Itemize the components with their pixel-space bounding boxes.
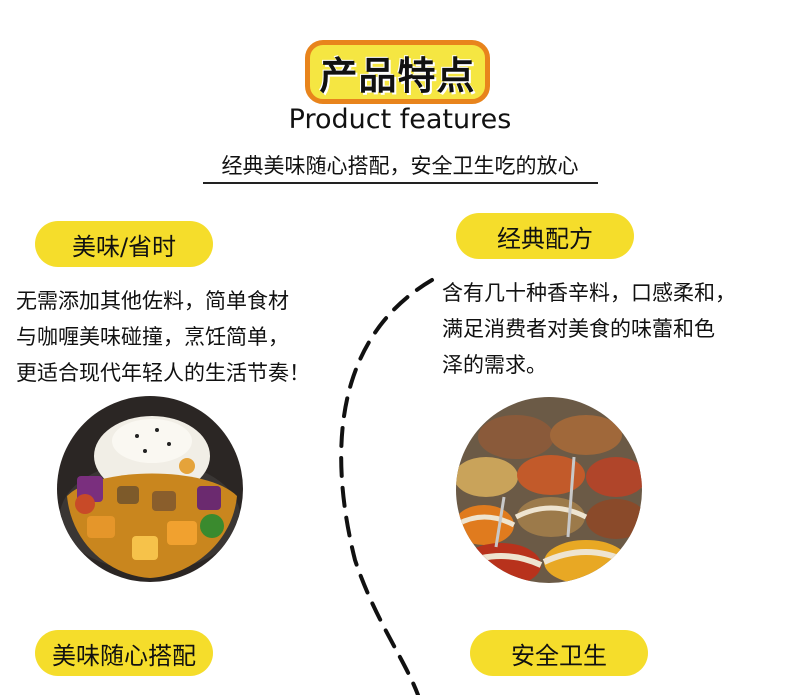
- curry-rice-photo: [57, 396, 243, 582]
- subtitle-english: Product features: [288, 104, 512, 135]
- feature-label-formula: 经典配方: [456, 213, 634, 259]
- title-badge: 产品特点: [305, 40, 490, 104]
- feature-desc-taste: 无需添加其他佐料，简单食材 与咖喱美味碰撞，烹饪简单， 更适合现代年轻人的生活节…: [16, 289, 310, 385]
- spice-sacks-photo: [456, 397, 642, 583]
- page-title: 产品特点: [319, 53, 476, 98]
- tagline: 经典美味随心搭配，安全卫生吃的放心: [221, 154, 579, 178]
- feature-label-safety: 安全卫生: [470, 630, 648, 676]
- feature-label-taste: 美味/省时: [35, 221, 213, 267]
- tagline-underline: [203, 182, 598, 184]
- feature-desc-formula: 含有几十种香辛料，口感柔和， 满足消费者对美食的味蕾和色 泽的需求。: [442, 281, 736, 377]
- feature-label-pairing: 美味随心搭配: [35, 630, 213, 676]
